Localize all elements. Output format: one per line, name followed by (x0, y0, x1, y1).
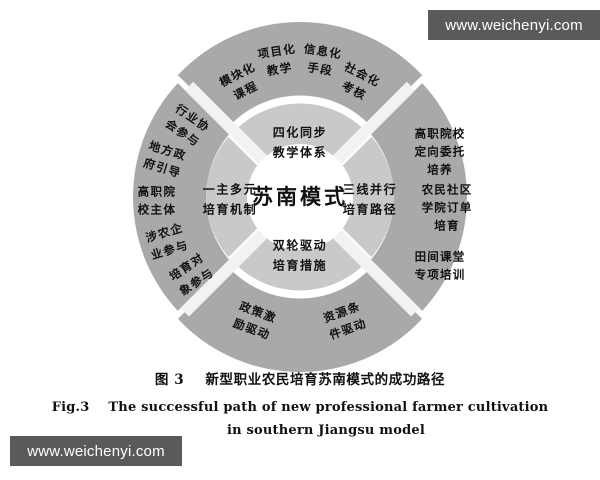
center-hub (247, 144, 353, 250)
inner-bottom-line1: 双轮驱动 (273, 238, 327, 253)
outer-arc-bottom (177, 267, 423, 372)
outer-right-2-line1: 田间课堂 (415, 250, 466, 264)
outer-top-2-line1: 信息化 (303, 41, 343, 61)
outer-right-item-1: 农民社区 学院订单 培育 (421, 183, 473, 233)
outer-top-1-line2: 教学 (265, 60, 294, 78)
outer-right-item-2: 田间课堂 专项培训 (415, 250, 466, 282)
outer-arc-top (177, 22, 423, 127)
inner-right-line1: 三线并行 (343, 182, 397, 197)
outer-right-1-line3: 培育 (434, 219, 459, 233)
center-label: 苏南模式 (252, 185, 348, 209)
inner-left-line2: 培育机制 (203, 202, 257, 217)
inner-arc-top (234, 103, 366, 164)
watermark-top: www.weichenyi.com (428, 10, 600, 40)
inner-left-line1: 一主多元 (203, 182, 257, 197)
caption-chinese: 图 3 新型职业农民培育苏南模式的成功路径 (154, 372, 446, 388)
inner-bottom-line2: 培育措施 (273, 258, 327, 273)
ring-diagram-svg: 苏南模式 四化同步 教学体系 三线并行 培育路径 双轮驱动 培育措施 一主多元 … (133, 22, 473, 372)
outer-top-item-2: 信息化 手段 (303, 41, 343, 78)
inner-label-left: 一主多元 培育机制 (203, 182, 257, 217)
inner-right-line2: 培育路径 (343, 202, 397, 217)
outer-right-2-line2: 专项培训 (415, 268, 466, 282)
outer-arc-left (133, 83, 230, 311)
caption-english-line2: in southern Jiangsu model (227, 422, 425, 438)
outer-left-2-line1: 高职院 (138, 185, 177, 199)
inner-top-line1: 四化同步 (273, 125, 327, 140)
inner-arc-left (206, 136, 262, 258)
outer-right-0-line3: 培养 (427, 163, 452, 177)
inner-label-right: 三线并行 培育路径 (343, 182, 397, 217)
watermark-bottom: www.weichenyi.com (10, 436, 182, 466)
outer-right-0-line2: 定向委托 (415, 145, 466, 159)
outer-right-1-line1: 农民社区 (421, 183, 473, 197)
outer-top-1-line1: 项目化 (257, 41, 297, 61)
outer-top-item-1: 项目化 教学 (257, 41, 297, 78)
inner-arc-right (338, 136, 394, 258)
outer-arc-right (370, 83, 467, 311)
outer-left-2-line2: 校主体 (138, 203, 177, 217)
inner-arc-bottom (234, 230, 366, 291)
inner-label-top: 四化同步 教学体系 (272, 125, 327, 160)
outer-left-item-2: 高职院 校主体 (138, 185, 177, 217)
outer-top-2-line2: 手段 (306, 60, 334, 78)
outer-right-item-0: 高职院校 定向委托 培养 (415, 127, 466, 177)
inner-top-line2: 教学体系 (272, 145, 327, 160)
outer-right-0-line1: 高职院校 (415, 127, 466, 141)
figure-diagram: 苏南模式 四化同步 教学体系 三线并行 培育路径 双轮驱动 培育措施 一主多元 … (133, 22, 473, 372)
caption-english-line1: Fig.3 The successful path of new profess… (51, 400, 549, 415)
inner-label-bottom: 双轮驱动 培育措施 (273, 238, 327, 273)
outer-right-1-line2: 学院订单 (422, 201, 473, 215)
figure-caption: 图 3 新型职业农民培育苏南模式的成功路径 Fig.3 The successf… (0, 368, 600, 443)
